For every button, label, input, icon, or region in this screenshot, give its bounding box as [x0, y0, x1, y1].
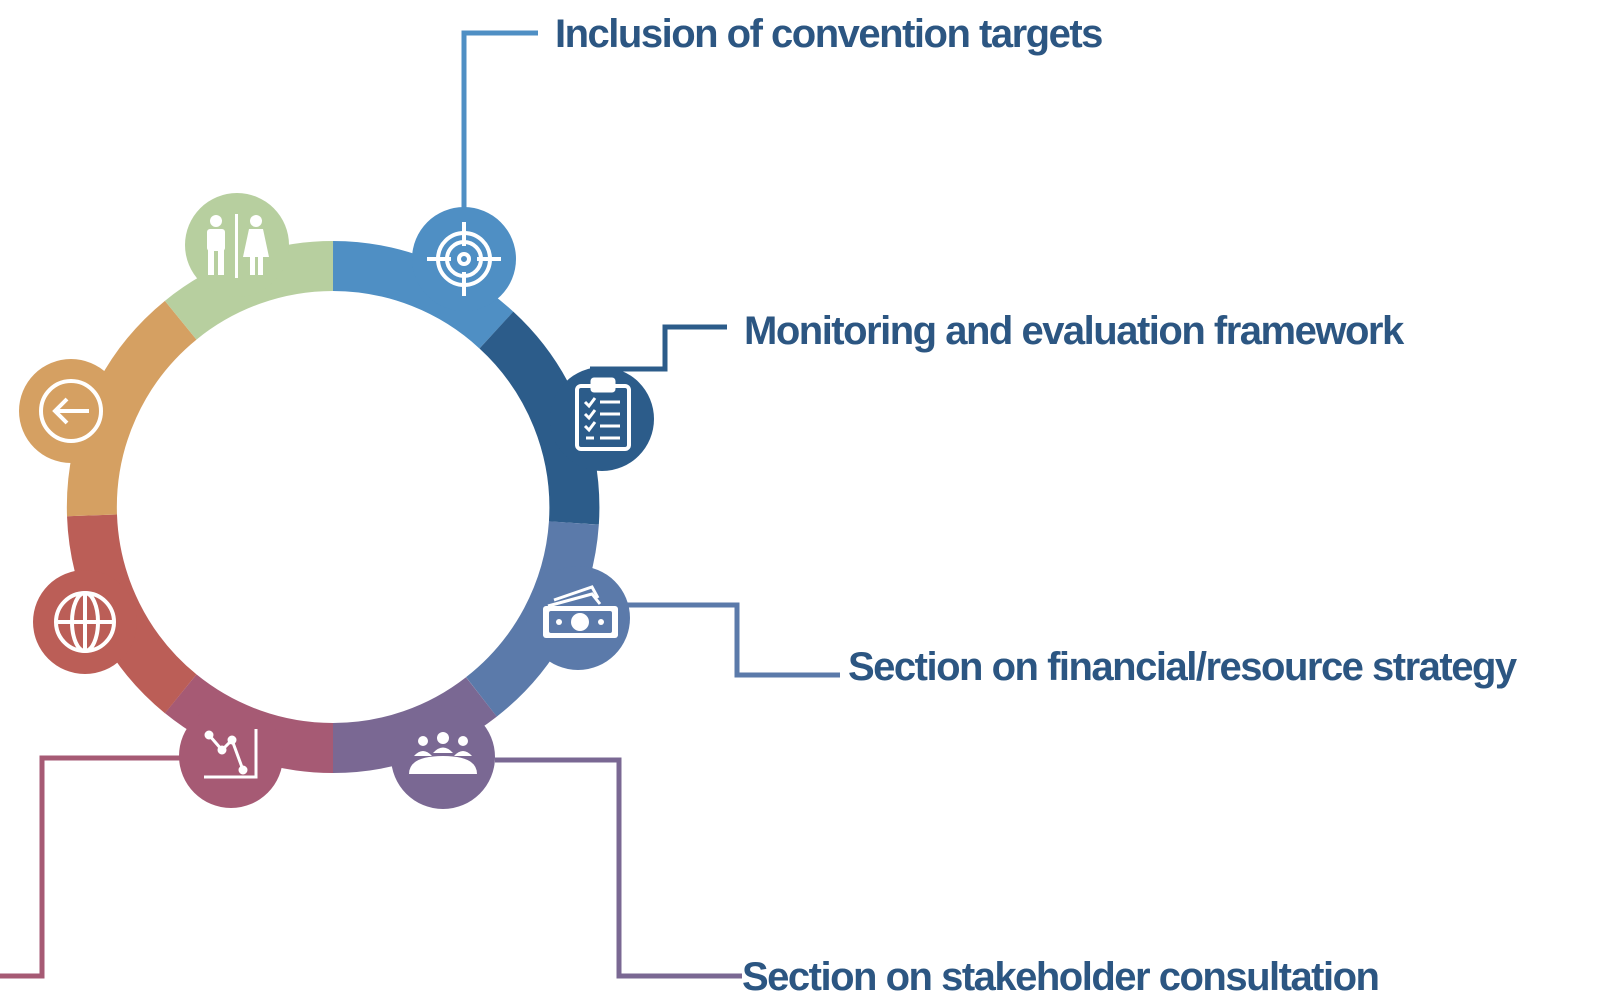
connector-chart — [0, 755, 185, 979]
node-gender — [185, 193, 289, 297]
node-monitoring — [550, 367, 654, 471]
line-chart-icon — [204, 729, 258, 779]
node-chart — [179, 704, 283, 808]
group-meeting-icon — [409, 732, 477, 774]
label-convention-targets: Inclusion of convention targets — [555, 12, 1102, 56]
connector-monitoring — [590, 324, 727, 372]
node-global — [33, 570, 137, 674]
ring — [66, 241, 600, 773]
target-icon — [427, 222, 501, 296]
connector-targets — [461, 30, 538, 210]
node-stakeholder — [391, 705, 495, 809]
node-financial — [526, 566, 630, 670]
label-stakeholder-consultation: Section on stakeholder consultation — [742, 955, 1378, 997]
connector-stakeholder — [495, 757, 742, 979]
node-back — [19, 359, 123, 463]
node-targets — [412, 207, 516, 311]
arrow-left-icon — [39, 379, 103, 443]
globe-icon — [54, 591, 116, 653]
connector-financial — [620, 602, 840, 678]
people-icon — [207, 214, 269, 278]
label-financial-strategy: Section on financial/resource strategy — [848, 645, 1518, 689]
money-icon — [543, 585, 618, 638]
clipboard-checklist-icon — [575, 377, 631, 451]
label-monitoring-evaluation: Monitoring and evaluation framework — [744, 309, 1405, 353]
